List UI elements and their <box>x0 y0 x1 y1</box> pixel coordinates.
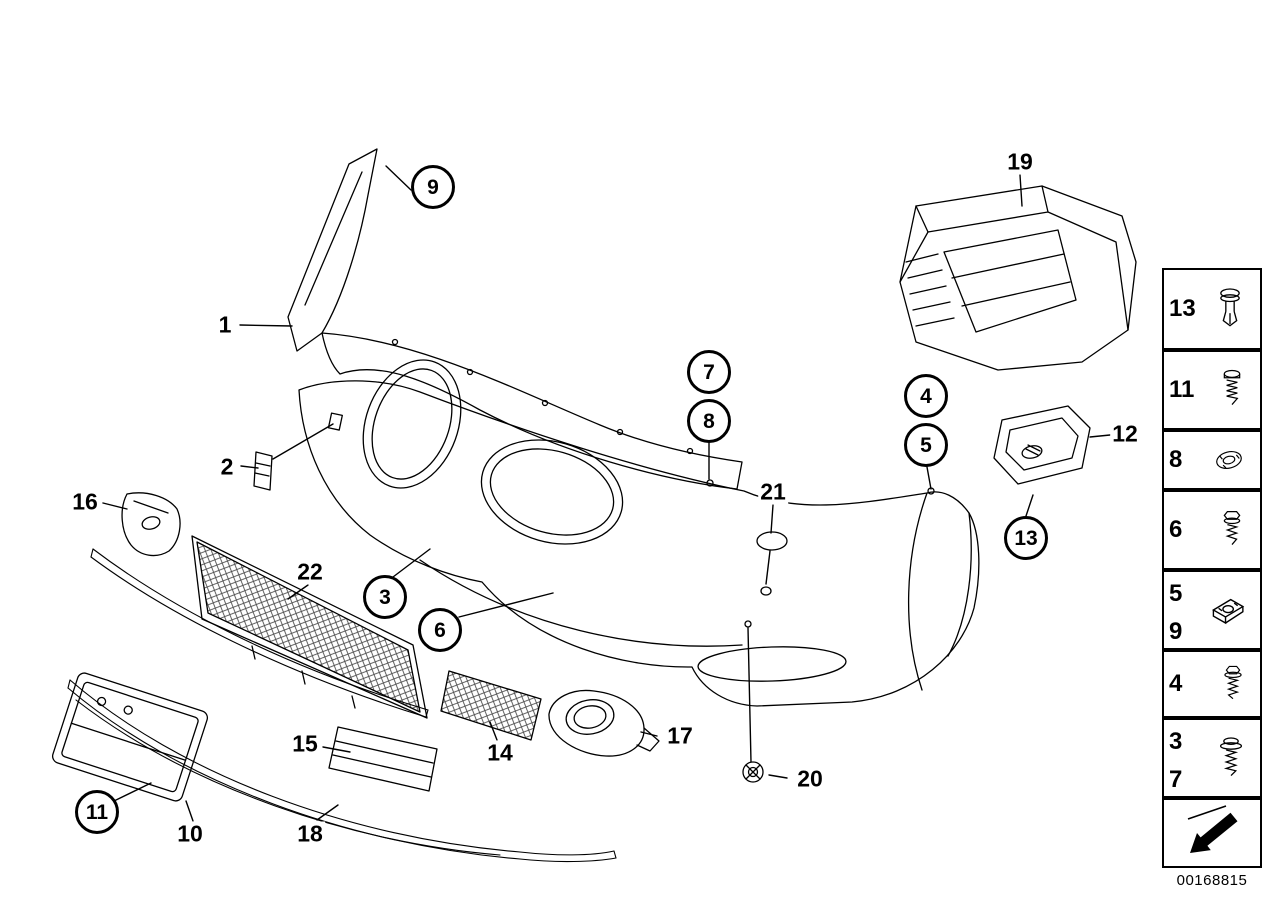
direction-arrow-icon <box>1180 803 1244 863</box>
legend-number: 9 <box>1169 618 1183 646</box>
side-grille-part <box>440 670 542 741</box>
callout-7[interactable]: 7 <box>687 350 731 394</box>
legend-item-6[interactable]: 6 <box>1162 490 1262 570</box>
callout-17[interactable]: 17 <box>665 722 695 749</box>
callout-21[interactable]: 21 <box>758 478 788 505</box>
callout-11[interactable]: 11 <box>75 790 119 834</box>
legend-item-8[interactable]: 8 <box>1162 430 1262 490</box>
callout-15[interactable]: 15 <box>290 730 320 757</box>
bracket-part <box>993 405 1091 485</box>
legend-number: 13 <box>1169 294 1196 322</box>
grommet-icon <box>1203 438 1255 482</box>
legend-item-11[interactable]: 11 <box>1162 350 1262 430</box>
legend-number: 7 <box>1169 766 1183 794</box>
callout-2[interactable]: 2 <box>218 453 236 480</box>
fog-bezel-part <box>548 689 660 757</box>
callout-6[interactable]: 6 <box>418 608 462 652</box>
legend-number: 5 <box>1169 580 1183 607</box>
callout-3[interactable]: 3 <box>363 575 407 619</box>
clip-nut-icon <box>1203 582 1255 638</box>
trim-strips-part <box>67 548 617 863</box>
legend-item-4[interactable]: 4 <box>1162 650 1262 718</box>
legend-item-13[interactable]: 13 <box>1162 268 1262 350</box>
carrier-panel-part <box>287 148 743 490</box>
callout-4[interactable]: 4 <box>904 374 948 418</box>
bumper-cover <box>298 380 980 707</box>
legend-item-3-7[interactable]: 3 7 <box>1162 718 1262 798</box>
fastener-legend: 13 11 8 <box>1162 268 1262 868</box>
washer-screw-icon <box>1207 727 1255 789</box>
callout-10[interactable]: 10 <box>175 820 205 847</box>
callout-5[interactable]: 5 <box>904 423 948 467</box>
plate-base-part <box>51 672 209 802</box>
legend-item-5-9[interactable]: 5 9 <box>1162 570 1262 650</box>
small-bracket-part <box>121 492 181 557</box>
cover-cap-part <box>756 531 788 551</box>
callout-18[interactable]: 18 <box>295 820 325 847</box>
expanding-rivet-icon <box>1205 278 1255 340</box>
callout-19[interactable]: 19 <box>1005 148 1035 175</box>
leader-lines <box>102 165 1111 822</box>
center-grille-part <box>191 535 428 719</box>
callout-9[interactable]: 9 <box>411 165 455 209</box>
callout-14[interactable]: 14 <box>485 739 515 766</box>
air-duct-part <box>899 185 1137 371</box>
legend-number: 4 <box>1169 669 1183 697</box>
screw-part <box>742 761 764 783</box>
callout-12[interactable]: 12 <box>1110 420 1140 447</box>
legend-number: 6 <box>1169 515 1183 543</box>
part-number: 00168815 <box>1176 872 1248 889</box>
callout-16[interactable]: 16 <box>70 488 100 515</box>
legend-number: 3 <box>1169 728 1183 755</box>
callout-20[interactable]: 20 <box>795 765 825 792</box>
legend-item-direction <box>1162 798 1262 868</box>
legend-number: 11 <box>1169 375 1195 403</box>
callout-13[interactable]: 13 <box>1004 516 1048 560</box>
slat-grille-part <box>328 726 438 792</box>
screw-icon <box>1209 360 1255 420</box>
callout-1[interactable]: 1 <box>216 311 234 338</box>
hex-bolt-icon <box>1211 656 1255 712</box>
callout-22[interactable]: 22 <box>295 558 325 585</box>
torx-screw-icon <box>1209 500 1255 560</box>
legend-number: 8 <box>1169 445 1183 473</box>
callout-8[interactable]: 8 <box>687 399 731 443</box>
clip-part <box>253 451 273 491</box>
